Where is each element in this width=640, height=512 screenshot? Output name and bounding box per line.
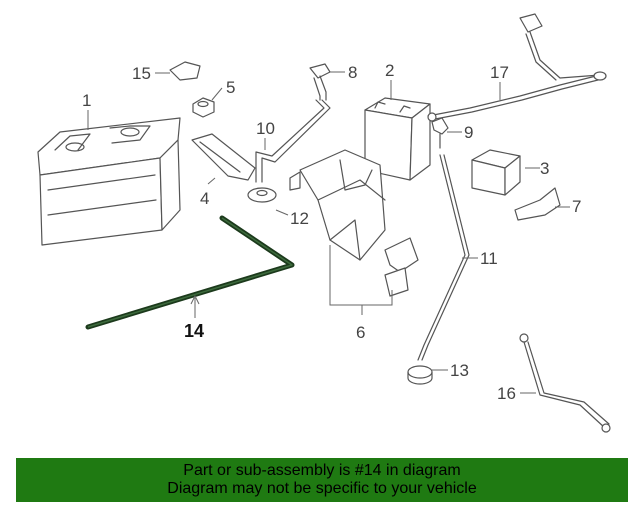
callout-15[interactable]: 15 — [132, 64, 151, 83]
grommet-part — [247, 187, 277, 203]
banner-line-1: Part or sub-assembly is #14 in diagram — [183, 462, 461, 479]
callout-13[interactable]: 13 — [450, 361, 469, 380]
callout-16[interactable]: 16 — [497, 384, 516, 403]
highlighted-part-14[interactable] — [85, 215, 295, 330]
callout-14[interactable]: 14 — [184, 321, 204, 341]
battery-tray-part — [289, 149, 419, 297]
clamp-part — [514, 187, 561, 221]
grommet-lower-part — [407, 365, 433, 385]
callout-9[interactable]: 9 — [464, 123, 473, 142]
callout-1[interactable]: 1 — [82, 91, 91, 110]
parts-diagram-svg: 1 2 3 4 5 6 7 8 9 10 11 12 13 14 15 16 1… — [37, 13, 611, 433]
callout-8[interactable]: 8 — [348, 63, 357, 82]
callout-12[interactable]: 12 — [290, 209, 309, 228]
connector-part — [431, 117, 449, 149]
callout-10[interactable]: 10 — [256, 119, 275, 138]
callout-labels: 1 2 3 4 5 6 7 8 9 10 11 12 13 14 15 16 1… — [82, 61, 581, 403]
cable-part — [417, 154, 470, 361]
positive-cable-part — [427, 13, 607, 122]
ground-strap-part — [519, 333, 611, 433]
hose-elbow-part — [309, 63, 331, 101]
callout-4[interactable]: 4 — [200, 189, 209, 208]
tray-part — [191, 133, 256, 181]
callout-2[interactable]: 2 — [385, 61, 394, 80]
callout-11[interactable]: 11 — [480, 249, 498, 268]
vent-hose-part — [255, 99, 331, 183]
callout-3[interactable]: 3 — [540, 159, 549, 178]
callout-6[interactable]: 6 — [356, 323, 365, 342]
bracket-part — [169, 61, 201, 81]
callout-7[interactable]: 7 — [572, 197, 581, 216]
callout-5[interactable]: 5 — [226, 78, 235, 97]
parts-diagram: 1 2 3 4 5 6 7 8 9 10 11 12 13 14 15 16 1… — [37, 13, 611, 433]
nut-part — [192, 97, 215, 118]
banner-line-2: Diagram may not be specific to your vehi… — [167, 480, 477, 497]
callout-17[interactable]: 17 — [490, 63, 509, 82]
notice-banner: Part or sub-assembly is #14 in diagram D… — [16, 458, 628, 502]
leader-lines — [87, 71, 570, 394]
module-part — [471, 149, 521, 196]
battery-part — [37, 117, 181, 246]
aux-battery-part — [364, 97, 431, 181]
